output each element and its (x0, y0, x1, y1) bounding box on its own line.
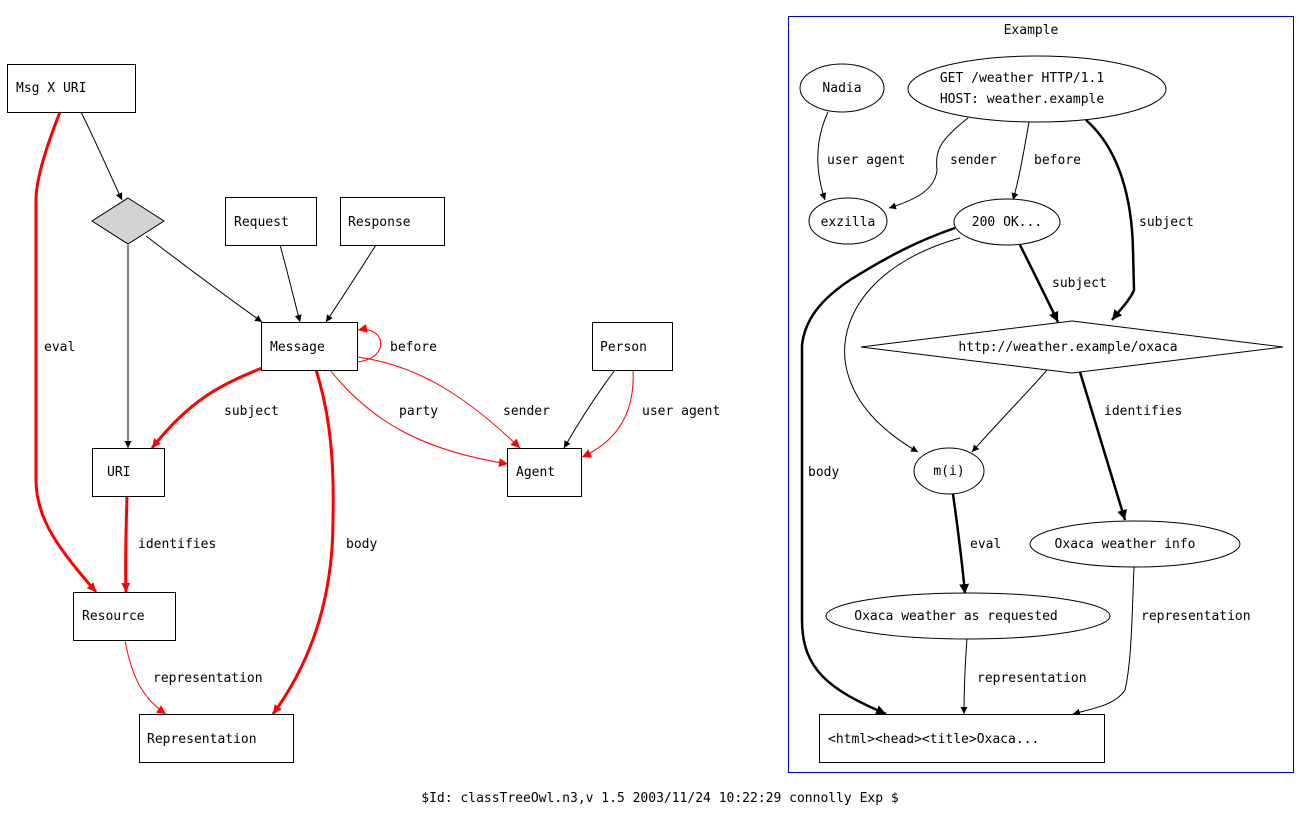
edge-eval (34, 111, 98, 593)
node-label-line1: GET /weather HTTP/1.1 (940, 71, 1104, 86)
node-label: <html><head><title>Oxaca... (828, 732, 1039, 747)
edge-msgxuri-to-blank (80, 111, 123, 201)
edge-ex-subject-mid (1018, 244, 1060, 323)
node-person[interactable]: Person (592, 322, 673, 371)
edge-label-ex-sender: sender (950, 153, 997, 168)
node-blank-diamond[interactable] (91, 197, 165, 245)
node-html-body[interactable]: <html><head><title>Oxaca... (819, 714, 1105, 763)
node-agent[interactable]: Agent (507, 448, 582, 497)
edge-ex-repr-right (1072, 566, 1135, 716)
edge-before-loop (356, 323, 382, 363)
node-label: Person (600, 340, 647, 355)
cluster-border (788, 16, 1294, 773)
example-edges (800, 111, 1136, 716)
edge-ex-repr-left (960, 637, 968, 715)
edge-identifies (121, 495, 131, 593)
node-oxaca-info[interactable]: Oxaca weather info (1029, 520, 1241, 568)
node-get-request[interactable]: GET /weather HTTP/1.1 HOST: weather.exam… (907, 55, 1167, 123)
node-mi[interactable]: m(i) (913, 447, 985, 495)
edge-ex-ok-to-mi (844, 237, 961, 453)
node-label: Response (348, 215, 411, 230)
edge-subject (150, 366, 263, 449)
edge-body (271, 369, 335, 715)
node-oxaca-requested[interactable]: Oxaca weather as requested (825, 592, 1111, 640)
node-request[interactable]: Request (225, 197, 317, 246)
edge-label-ex-eval: eval (970, 537, 1001, 552)
left-edge-labels: eval before subject party sender user ag… (44, 340, 720, 686)
edge-ex-subject-top (1085, 119, 1136, 321)
edge-ex-body (800, 226, 956, 716)
node-label: Agent (516, 465, 555, 480)
node-message[interactable]: Message (261, 322, 358, 371)
node-uri-diamond[interactable]: http://weather.example/oxaca (860, 320, 1284, 374)
node-resource[interactable]: Resource (73, 592, 176, 641)
edge-label-ex-repr-left: representation (977, 671, 1087, 686)
edge-label-ex-subject-mid: subject (1052, 276, 1107, 291)
edge-request-to-message (279, 244, 302, 323)
node-label: Resource (82, 609, 145, 624)
node-label: Oxaca weather info (1055, 537, 1196, 552)
edge-response-to-message (325, 244, 377, 323)
revision-footer: $Id: classTreeOwl.n3,v 1.5 2003/11/24 10… (421, 791, 899, 806)
edge-user-agent (581, 369, 634, 458)
edge-label-subject: subject (224, 404, 279, 419)
node-exzilla[interactable]: exzilla (808, 197, 888, 245)
node-representation[interactable]: Representation (139, 714, 294, 763)
edge-ex-identifies (1078, 371, 1127, 521)
edge-label-ex-before: before (1034, 153, 1081, 168)
node-msg-x-uri[interactable]: Msg X URI (7, 64, 136, 113)
left-nodes: Msg X URI Request Response Message Perso… (7, 64, 673, 763)
cluster-title: Example (1004, 23, 1059, 38)
node-label: Oxaca weather as requested (854, 609, 1058, 624)
node-label: URI (107, 465, 130, 480)
node-uri[interactable]: URI (92, 448, 165, 497)
node-label-line2: HOST: weather.example (940, 92, 1105, 107)
edge-ex-user-agent (817, 111, 829, 201)
node-label: Nadia (822, 81, 861, 96)
edge-label-sender: sender (503, 404, 550, 419)
edge-label-representation: representation (153, 671, 263, 686)
node-label: exzilla (821, 215, 876, 230)
edge-label-user-agent: user agent (642, 404, 720, 419)
node-label: Msg X URI (16, 81, 86, 96)
edge-label-ex-repr-right: representation (1141, 609, 1251, 624)
edge-ex-sender (888, 117, 969, 210)
edge-label-identifies: identifies (138, 537, 216, 552)
left-edges (34, 111, 634, 715)
node-200-ok[interactable]: 200 OK... (953, 198, 1061, 246)
edge-sender (356, 356, 521, 449)
node-nadia[interactable]: Nadia (799, 63, 885, 113)
edge-label-ex-body: body (808, 465, 839, 480)
node-response[interactable]: Response (340, 197, 445, 246)
edge-person-to-agent (563, 369, 616, 449)
edge-label-before: before (390, 340, 437, 355)
edge-label-eval: eval (44, 340, 75, 355)
edge-ex-before (1011, 121, 1030, 201)
edge-representation (124, 639, 167, 715)
example-cluster: Example (788, 16, 1294, 773)
node-label: 200 OK... (972, 215, 1042, 230)
node-label: Request (234, 215, 289, 230)
node-label: http://weather.example/oxaca (958, 340, 1177, 355)
node-label: m(i) (933, 464, 964, 479)
example-nodes: Nadia GET /weather HTTP/1.1 HOST: weathe… (799, 55, 1284, 763)
edge-label-ex-user-agent: user agent (827, 153, 905, 168)
edge-label-body: body (346, 537, 377, 552)
edge-blank-to-message (145, 235, 263, 323)
edge-label-party: party (399, 404, 438, 419)
edge-ex-uri-to-mi (971, 369, 1048, 453)
edge-label-ex-identifies: identifies (1104, 404, 1182, 419)
edge-party (329, 369, 509, 468)
edge-ex-eval (951, 493, 970, 595)
example-edge-labels: user agent sender before subject subject… (808, 153, 1251, 686)
node-label: Message (270, 340, 325, 355)
edge-label-ex-subject-top: subject (1139, 215, 1194, 230)
node-label: Representation (147, 732, 257, 747)
